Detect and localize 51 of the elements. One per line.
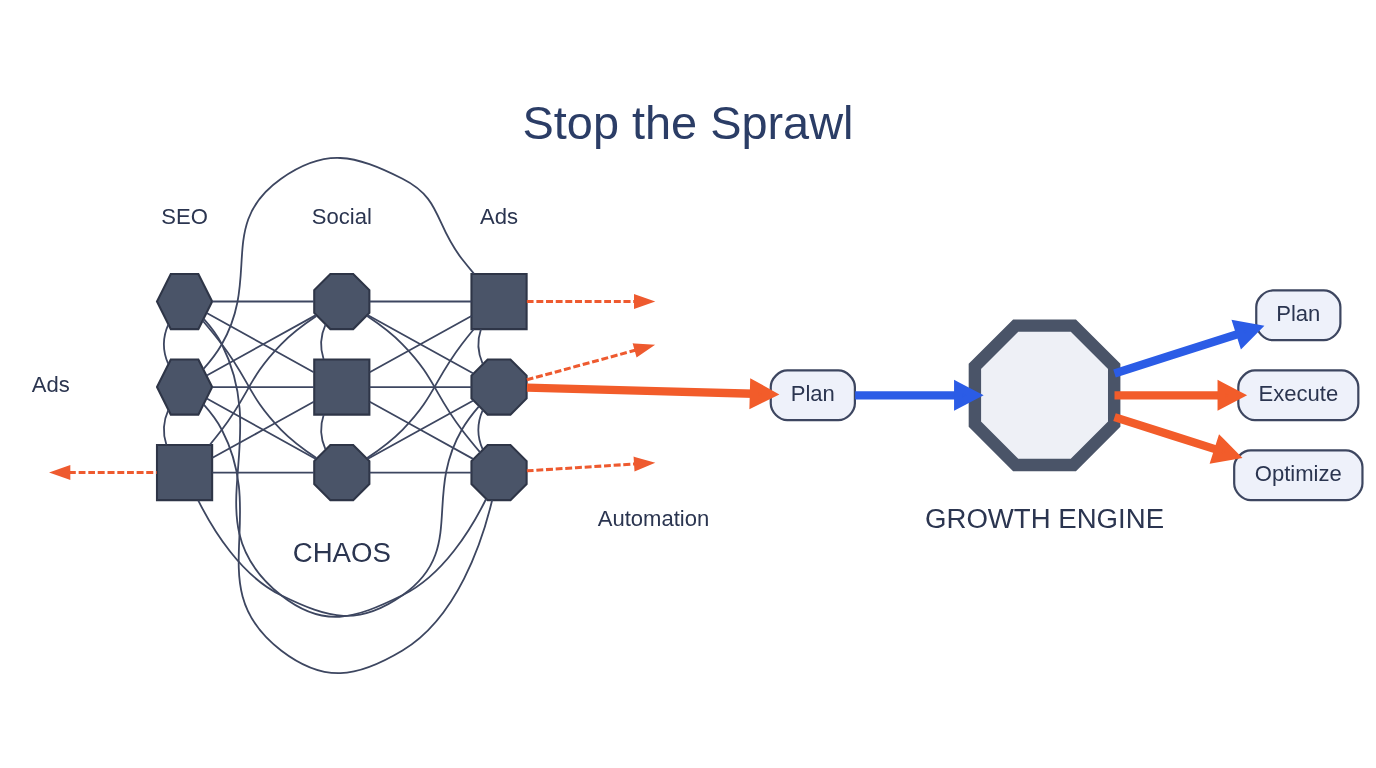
connector <box>320 413 327 450</box>
node-octagon <box>313 272 371 330</box>
connector <box>368 471 473 473</box>
diagram-title: Stop the Sprawl <box>522 96 854 149</box>
label: CHAOS <box>292 536 391 568</box>
node-box: Plan <box>1255 288 1342 341</box>
connector <box>202 317 487 618</box>
node-box <box>155 443 214 501</box>
node-label: Ads <box>31 371 70 397</box>
connector <box>366 327 475 459</box>
connector <box>163 408 170 445</box>
connector <box>211 385 316 388</box>
arrow <box>1113 319 1265 377</box>
node-box: Plan <box>769 368 856 421</box>
node-octagon <box>470 357 528 416</box>
arrow <box>1113 412 1243 464</box>
node-gear <box>968 318 1121 471</box>
connector <box>211 471 316 473</box>
node-box <box>470 272 528 330</box>
arrow <box>526 377 780 409</box>
node-hexagon <box>155 357 214 416</box>
connector <box>320 323 327 360</box>
connector <box>368 300 473 302</box>
arrow <box>49 464 157 480</box>
connector <box>368 385 473 388</box>
node-box: Optimize <box>1233 448 1364 501</box>
node-label: Automation <box>597 505 710 531</box>
node-hexagon <box>155 272 214 330</box>
node-label: SEO <box>161 203 208 229</box>
node-label: Social <box>311 203 372 229</box>
connector <box>208 314 318 446</box>
node-label: Ads <box>480 203 519 229</box>
arrow <box>526 342 656 381</box>
connector <box>202 156 475 370</box>
connector <box>211 300 316 302</box>
arrow <box>1114 379 1248 411</box>
connector <box>163 322 170 365</box>
node-box: Execute <box>1237 368 1360 421</box>
node-octagon <box>470 443 528 501</box>
connector <box>477 327 484 365</box>
connector <box>202 403 493 674</box>
label: GROWTH ENGINE <box>925 502 1165 534</box>
connector <box>197 404 480 617</box>
connector <box>366 314 482 453</box>
node-octagon <box>313 443 371 501</box>
arrow <box>855 379 984 411</box>
arrow <box>526 293 656 309</box>
connector <box>477 408 484 450</box>
connector <box>201 319 318 459</box>
node-box <box>313 357 371 416</box>
arrow <box>526 456 656 472</box>
